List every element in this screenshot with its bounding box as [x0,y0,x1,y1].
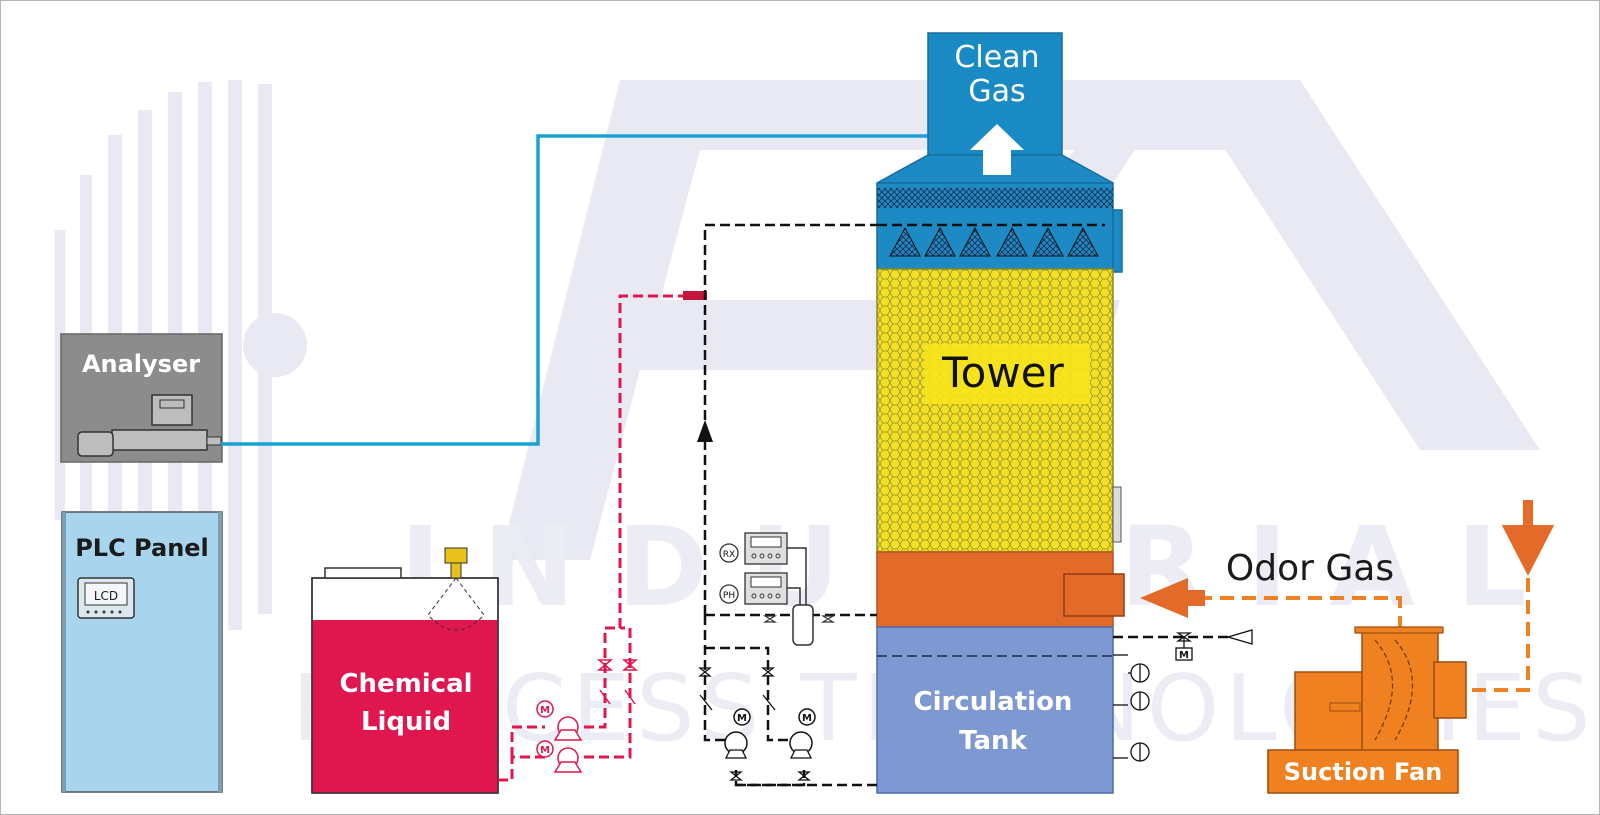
spray-inlet-flange [1112,209,1123,273]
rx-meter: RX [719,532,788,565]
makeup-valve: M [1175,629,1253,661]
clean-gas-arrow-icon [970,124,1024,175]
probe-cell [762,547,836,646]
dosing-pump-1: M [536,700,583,741]
suction-fan: Suction Fan [1267,626,1467,794]
demister-pad [877,188,1113,208]
analyser-sample-line [221,134,932,446]
gas-inlet-nozzle [1063,573,1125,617]
dosing-pump-2-motor-icon [536,740,554,758]
tower-label: Tower [941,348,1064,397]
injection-point [683,291,707,300]
level-switches [1113,654,1150,762]
dosing-pump-2: M [536,740,583,773]
circulation-tank-label-line1: Circulation [914,687,1073,717]
dosing-pump-1-motor-icon [536,700,554,718]
svg-text:M: M [1179,650,1189,661]
circulation-pump-1: M [724,708,751,759]
svg-text:M: M [540,745,550,756]
svg-text:M: M [802,713,812,724]
analyser-label: Analyser [82,350,200,378]
manhole-flange [1112,486,1122,543]
odor-gas-label: Odor Gas [1226,548,1394,589]
analyser-pump-icon [77,431,114,457]
flow-direction-arrow-icon [697,420,713,442]
chemical-liquid-label-line2: Liquid [361,707,451,737]
plc-panel-label: PLC Panel [75,534,209,562]
chemical-liquid-label-line1: Chemical [339,669,472,699]
clean-gas-label-line1: Clean [954,40,1039,75]
svg-text:PH: PH [723,591,735,601]
chemical-liquid-tank: Chemical Liquid [311,547,499,794]
spray-nozzles [889,226,1099,257]
ph-meter: PH [719,572,788,605]
recirculation-lines [703,223,1250,787]
circulation-tank [876,626,1114,794]
suction-fan-base [1267,749,1459,794]
circulation-pump-2: M [789,708,816,759]
dosing-valves [596,659,639,705]
circulation-tank-label-line2: Tank [959,726,1027,756]
svg-text:M: M [540,705,550,716]
plc-panel: PLC Panel LCD [61,511,223,793]
analyser: Analyser [60,333,223,463]
clean-gas-label-line2: Gas [968,74,1025,109]
svg-text:RX: RX [723,550,735,560]
recirculation-valves [698,667,811,781]
odor-gas-duct [1190,578,1530,692]
level-sensor-beam [427,577,485,631]
chemical-dosing-lines [498,294,705,782]
suction-fan-label: Suction Fan [1284,758,1443,786]
odor-gas-arrow-icon [1140,578,1205,618]
lcd-label: LCD [94,589,118,603]
svg-text:M: M [737,713,747,724]
odor-gas-inlet-arrow-icon [1501,500,1555,576]
scrubber-tower: Clean Gas Tower Circulation Tank [876,32,1125,794]
